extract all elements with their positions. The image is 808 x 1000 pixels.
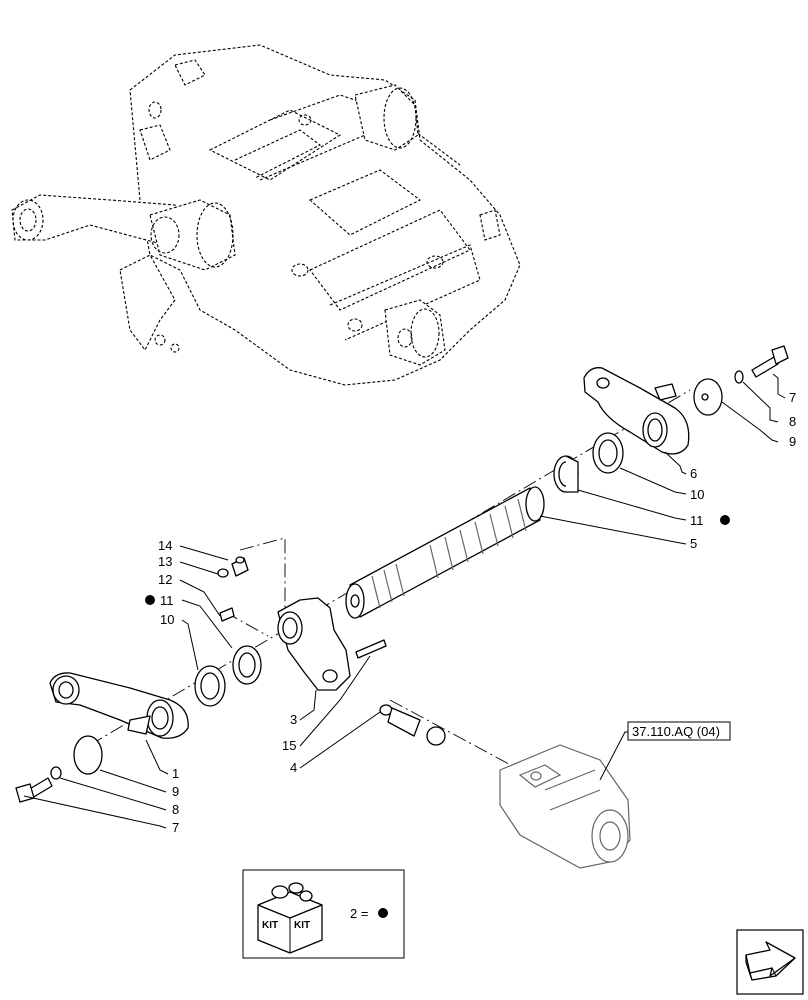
callout-10-left: 10 <box>160 612 174 627</box>
callout-9-right: 9 <box>789 434 796 449</box>
part-9-washer-left <box>73 735 103 775</box>
part-13-circlip <box>217 568 229 578</box>
part-8-washer-small-right <box>734 370 744 384</box>
transmission-housing <box>11 44 521 386</box>
callout-8-right: 8 <box>789 414 796 429</box>
arrow-right-icon[interactable] <box>736 929 804 995</box>
callout-1: 1 <box>172 766 179 781</box>
kit-legend: KIT KIT 2 = <box>242 869 405 959</box>
part-10-seal-right <box>592 432 624 474</box>
callout-10-right: 10 <box>690 487 704 502</box>
kit-text-right: KIT <box>294 920 310 931</box>
kit-marker-dot-11-right <box>720 515 730 525</box>
kit-marker-dot-11-left <box>145 595 155 605</box>
part-12-pin <box>219 607 235 622</box>
callout-14: 14 <box>158 538 172 553</box>
callout-6: 6 <box>690 466 697 481</box>
callout-11-left: 11 <box>160 593 174 608</box>
callout-11-right: 11 <box>690 513 704 528</box>
kit-equation: 2 = <box>350 906 368 921</box>
callout-9-left: 9 <box>172 784 179 799</box>
part-14-grease-nipple <box>231 556 249 577</box>
callout-12: 12 <box>158 572 172 587</box>
hydraulic-cylinder <box>499 744 631 869</box>
part-7-bolt-right <box>751 345 789 378</box>
part-11-bushing-right <box>553 455 579 493</box>
callout-7-right: 7 <box>789 390 796 405</box>
callout-3: 3 <box>290 712 297 727</box>
kit-box-icon: KIT KIT <box>257 882 323 954</box>
part-6-lift-arm-right <box>583 367 690 455</box>
part-9-washer-right <box>693 378 723 416</box>
leader-lines <box>23 373 786 829</box>
callout-7-left: 7 <box>172 820 179 835</box>
part-10-seal-left <box>194 665 226 707</box>
part-1-lift-arm-left <box>49 672 189 739</box>
kit-legend-dot <box>378 908 388 918</box>
part-5-splined-shaft <box>345 486 545 619</box>
kit-text-left: KIT <box>262 920 278 931</box>
callout-labels: 7 8 9 6 10 11 5 14 13 12 11 10 3 15 4 1 … <box>145 390 796 835</box>
reference-label[interactable]: 37.110.AQ (04) <box>632 724 720 739</box>
callout-4: 4 <box>290 760 297 775</box>
callout-15: 15 <box>282 738 296 753</box>
part-4-ball-joint <box>379 704 446 746</box>
part-8-washer-small-left <box>50 766 62 780</box>
reference-box[interactable]: 37.110.AQ (04) <box>627 721 731 741</box>
callout-5: 5 <box>690 536 697 551</box>
part-3-lever-arm <box>277 597 351 691</box>
callout-8-left: 8 <box>172 802 179 817</box>
callout-13: 13 <box>158 554 172 569</box>
part-15-pin <box>355 639 387 659</box>
part-11-bushing-left <box>232 645 262 685</box>
